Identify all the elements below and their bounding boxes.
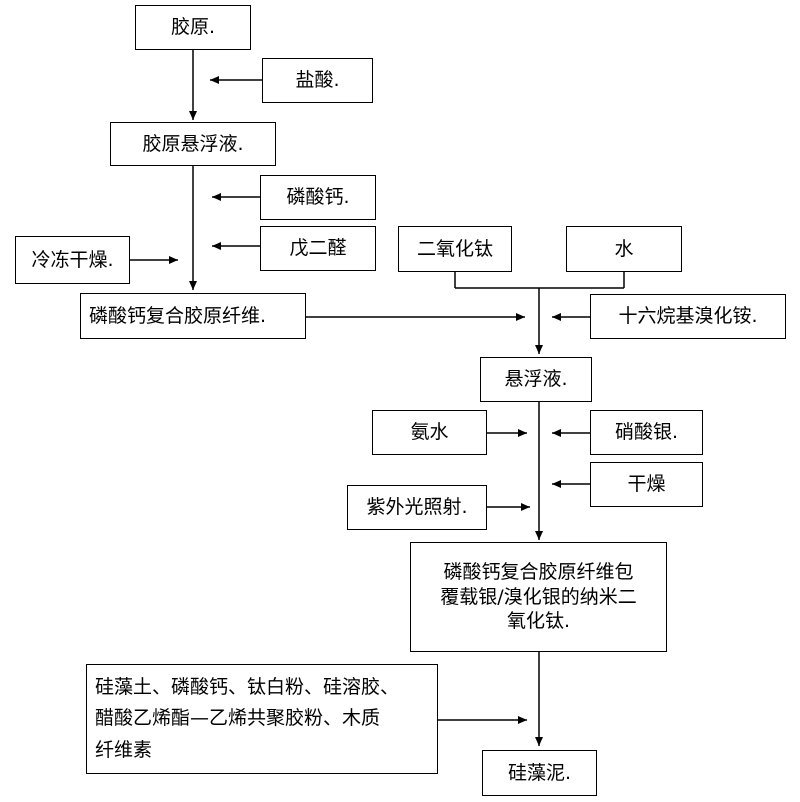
product-line-3: 氧化钛. [506,610,571,633]
node-collagen-suspension: 胶原悬浮液. [110,122,276,166]
ingredients-line-1: 硅藻土、磷酸钙、钛白粉、硅溶胶、 [95,675,400,698]
node-suspension: 悬浮液. [480,357,592,402]
product-line-1: 磷酸钙复合胶原纤维包 [443,560,634,583]
node-ingredients: 硅藻土、磷酸钙、钛白粉、硅溶胶、 醋酸乙烯酯—乙烯共聚胶粉、木质 纤维素 [86,664,438,774]
ingredients-line-2: 醋酸乙烯酯—乙烯共聚胶粉、木质 [95,707,381,730]
node-hcl: 盐酸. [262,58,373,103]
node-calcium-phosphate: 磷酸钙. [260,175,376,220]
node-drying: 干燥 [590,462,703,507]
node-composite-fiber: 磷酸钙复合胶原纤维. [80,293,306,339]
node-collagen: 胶原. [135,5,251,50]
node-water: 水 [566,226,682,272]
node-glutaraldehyde: 戊二醛 [260,226,376,271]
node-ctab: 十六烷基溴化铵. [590,294,786,339]
ingredients-line-3: 纤维素 [95,738,153,761]
node-product: 磷酸钙复合胶原纤维包 覆载银/溴化银的纳米二 氧化钛. [410,542,667,652]
node-silver-nitrate: 硝酸银. [590,410,703,455]
node-diatom-mud: 硅藻泥. [482,750,597,796]
node-ammonia: 氨水 [372,410,487,455]
node-freeze-dry: 冷冻干燥. [15,236,130,284]
node-uv: 紫外光照射. [347,485,487,530]
product-line-2: 覆载银/溴化银的纳米二 [440,585,637,608]
node-tio2: 二氧化钛 [398,226,512,272]
